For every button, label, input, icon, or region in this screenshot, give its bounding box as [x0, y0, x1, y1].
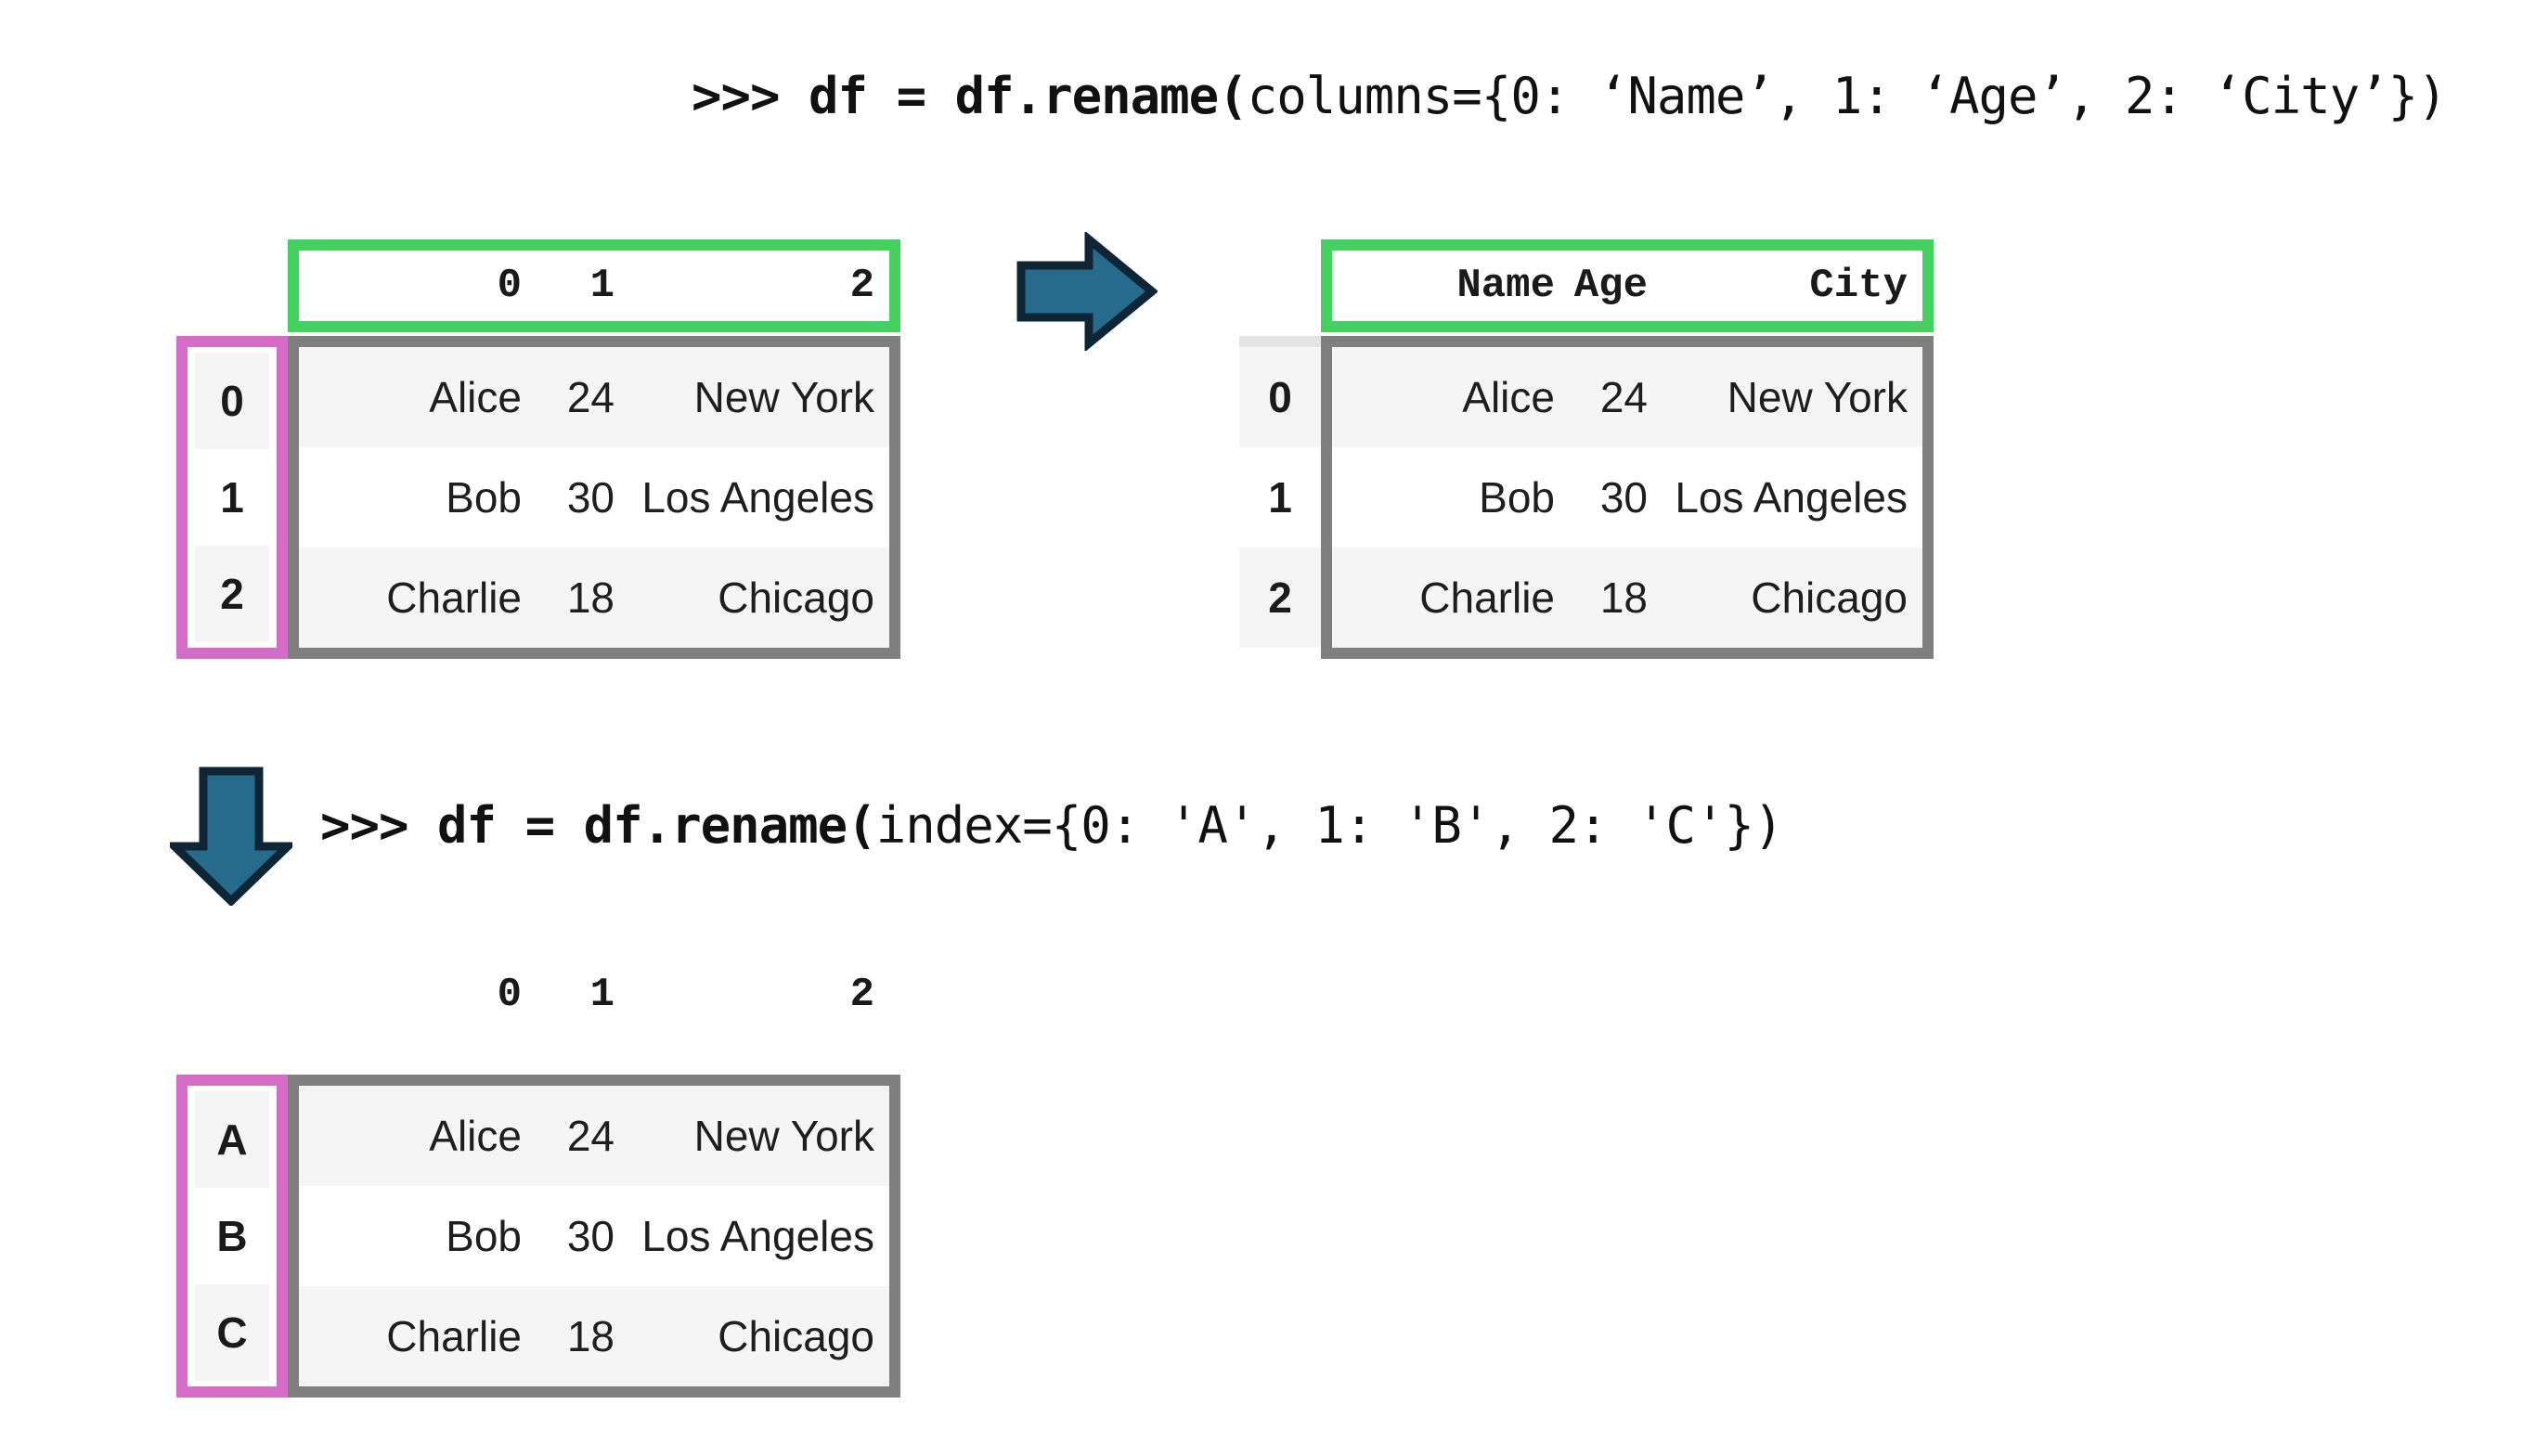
code-args: columns={0: ‘Name’, 1: ‘Age’, 2: ‘City’}… — [1247, 67, 2448, 125]
data-cell: 24 — [566, 1112, 615, 1160]
table-row: Bob 30 Los Angeles — [299, 447, 889, 548]
data-cell: 18 — [1599, 573, 1648, 622]
data-cell: 18 — [566, 573, 615, 622]
data-cell: Los Angeles — [1675, 473, 1908, 522]
row-index-cell: C — [195, 1284, 269, 1381]
column-header-cell: 0 — [497, 972, 522, 1018]
column-header-cell: 0 — [497, 263, 522, 309]
data-cell: 24 — [1599, 373, 1648, 421]
data-cell: New York — [1727, 373, 1908, 421]
table-body: Alice 24 New York Bob 30 Los Angeles Cha… — [288, 1075, 900, 1398]
column-header-cell: 2 — [849, 972, 874, 1018]
code-line-rename-index: >>> df = df.rename(index={0: 'A', 1: 'B'… — [320, 796, 1784, 855]
green-highlight-box-columns: Name Age City — [1321, 239, 1934, 332]
data-cell: New York — [693, 373, 874, 421]
index-column: 0 1 2 — [1239, 347, 1321, 648]
table-row: Charlie 18 Chicago — [299, 548, 889, 648]
row-index-cell: 0 — [1239, 347, 1321, 447]
data-cell: Bob — [1479, 473, 1555, 522]
row-index-cell: 0 — [195, 353, 269, 449]
data-cell: Alice — [1462, 373, 1555, 421]
table-row: Alice 24 New York — [299, 347, 889, 447]
table-body: Alice 24 New York Bob 30 Los Angeles Cha… — [1321, 336, 1934, 659]
data-cell: Bob — [446, 1212, 522, 1260]
row-index-cell: 2 — [195, 546, 269, 642]
data-cell: Chicago — [718, 573, 874, 622]
column-header-cell: Age — [1573, 263, 1648, 309]
data-cell: Charlie — [1419, 573, 1555, 622]
table-row: Alice 24 New York — [1332, 347, 1922, 447]
pink-highlight-box-index: A B C — [176, 1075, 288, 1398]
data-cell: Alice — [429, 373, 522, 421]
data-cell: 30 — [566, 1212, 615, 1260]
code-line-rename-columns: >>> df = df.rename(columns={0: ‘Name’, 1… — [692, 67, 2448, 125]
table-row: Alice 24 New York — [299, 1086, 889, 1186]
data-cell: 24 — [566, 373, 615, 421]
column-header-cell: 1 — [589, 263, 615, 309]
column-header-cell: Name — [1456, 263, 1555, 309]
data-cell: 30 — [566, 473, 615, 522]
column-header-cell: City — [1809, 263, 1908, 309]
arrow-down-icon — [170, 767, 292, 906]
data-cell: Alice — [429, 1112, 522, 1160]
index-header-strip — [1239, 336, 1321, 347]
green-highlight-box-columns: 0 1 2 — [288, 239, 900, 332]
data-cell: Chicago — [718, 1312, 874, 1360]
column-header-cell: 2 — [849, 263, 874, 309]
row-index-cell: B — [216, 1212, 248, 1260]
row-index-cell: 1 — [220, 473, 244, 522]
code-args: index={0: 'A', 1: 'B', 2: 'C'}) — [875, 796, 1784, 855]
table-row: Charlie 18 Chicago — [299, 1286, 889, 1386]
column-header-cell: 1 — [589, 972, 615, 1018]
pink-highlight-box-index: 0 1 2 — [176, 336, 288, 659]
row-index-cell: 1 — [1268, 473, 1292, 522]
data-cell: 18 — [566, 1312, 615, 1360]
data-cell: Charlie — [386, 573, 522, 622]
row-index-cell: A — [195, 1091, 269, 1188]
table-body: Alice 24 New York Bob 30 Los Angeles Cha… — [288, 336, 900, 659]
code-prompt-bold: >>> df = df.rename( — [692, 67, 1249, 125]
data-cell: New York — [693, 1112, 874, 1160]
code-prompt-bold: >>> df = df.rename( — [320, 796, 877, 855]
data-cell: Los Angeles — [641, 473, 874, 522]
data-cell: 30 — [1599, 473, 1648, 522]
arrow-right-icon — [1016, 232, 1158, 351]
data-cell: Charlie — [386, 1312, 522, 1360]
column-header-row: 0 1 2 — [288, 965, 900, 1024]
table-row: Charlie 18 Chicago — [1332, 548, 1922, 648]
table-row: Bob 30 Los Angeles — [1332, 447, 1922, 548]
row-index-cell: 2 — [1239, 548, 1321, 648]
data-cell: Los Angeles — [641, 1212, 874, 1260]
table-row: Bob 30 Los Angeles — [299, 1186, 889, 1286]
data-cell: Chicago — [1751, 573, 1908, 622]
data-cell: Bob — [446, 473, 522, 522]
